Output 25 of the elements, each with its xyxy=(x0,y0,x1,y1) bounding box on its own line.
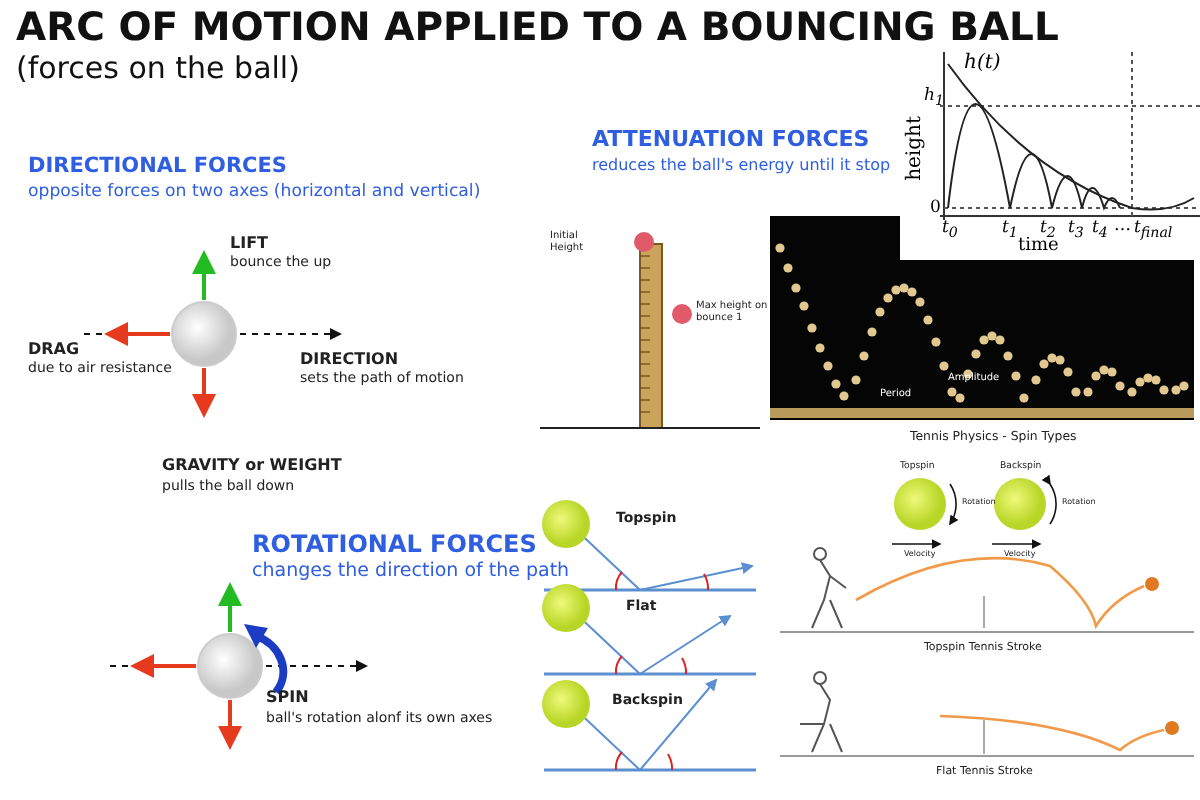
section-subheading: reduces the ball's energy until it stop xyxy=(592,158,891,176)
axis-title: height xyxy=(904,116,926,181)
force-label: DIRECTION xyxy=(300,352,399,370)
tick-label: t$_{2}$ xyxy=(1040,220,1056,241)
section-heading: ROTATIONAL FORCES xyxy=(252,532,537,559)
section-heading: DIRECTIONAL FORCES xyxy=(28,156,287,180)
tick-label: … xyxy=(1114,218,1131,237)
subtitle: (forces on the ball) xyxy=(16,52,300,85)
tick-label: t$_{0}$ xyxy=(942,220,958,241)
tick-label: t$_{1}$ xyxy=(1002,220,1018,241)
force-label: SPIN xyxy=(266,690,309,708)
axis-title: time xyxy=(1018,238,1059,258)
tick-label: t$_{3}$ xyxy=(1068,220,1084,241)
tick-label: t$_{final}$ xyxy=(1134,220,1173,241)
title: ARC OF MOTION APPLIED TO A BOUNCING BALL xyxy=(16,6,1059,49)
force-label: GRAVITY or WEIGHT xyxy=(162,458,342,476)
force-label: DRAG xyxy=(28,342,80,360)
section-subheading: opposite forces on two axes (horizontal and vertical) xyxy=(28,184,481,203)
tick-label: 0 xyxy=(930,200,941,219)
tick-label: h$_{1}$ xyxy=(924,88,944,109)
force-label: LIFT xyxy=(230,236,268,254)
axis-label: h(t) xyxy=(964,52,1001,74)
section-heading: ATTENUATION FORCES xyxy=(592,128,870,153)
tick-label: t$_{4}$ xyxy=(1092,220,1108,241)
section-subheading: changes the direction of the path xyxy=(252,562,570,583)
